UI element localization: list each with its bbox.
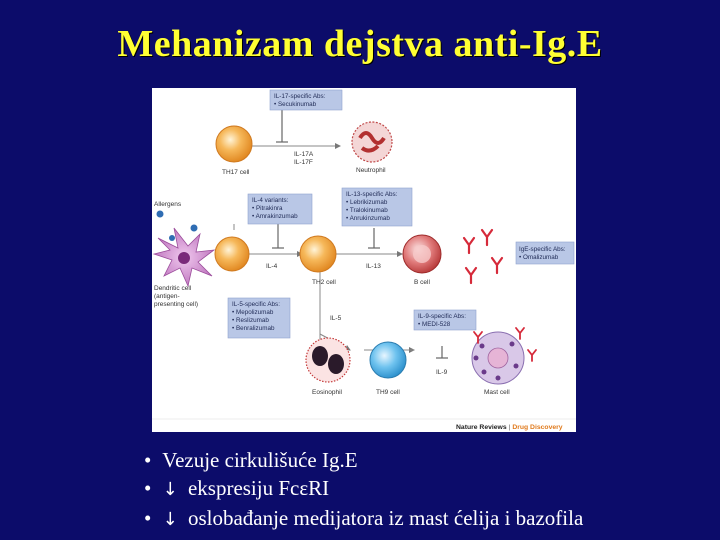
svg-text:• Anrukinzumab: • Anrukinzumab [346,215,390,222]
svg-text:• Mepolizumab: • Mepolizumab [232,309,274,316]
down-arrow-icon: ↓ [163,509,178,530]
svg-text:TH9 cell: TH9 cell [376,389,400,396]
mechanism-diagram: IL-17-specific Abs: • Secukinumab IL-4 v… [152,88,576,432]
il4-label: IL-4 [266,263,278,270]
il4-variants-box: IL-4 variants: • Pitrakinra • Amrakinzum… [248,194,312,224]
svg-text:IL-5-specific Abs:: IL-5-specific Abs: [232,301,280,308]
bullet-item: • ↓ oslobađanje medijatora iz mast ćelij… [144,504,583,534]
il13-abs-box: IL-13-specific Abs: • Lebrikizumab • Tra… [342,188,412,226]
down-arrow-icon: ↓ [163,479,178,500]
svg-text:• Secukinumab: • Secukinumab [274,101,317,108]
svg-text:Eosinophil: Eosinophil [312,389,343,396]
svg-text:TH17 cell: TH17 cell [222,169,250,176]
svg-text:• Pitrakinra: • Pitrakinra [252,205,283,212]
bullet-list: • Vezuje cirkulišuće Ig.E • ↓ ekspresiju… [144,446,583,534]
il13-label: IL-13 [366,263,381,270]
il17f-label: IL-17F [294,159,313,166]
svg-text:IL-4 variants:: IL-4 variants: [252,197,289,204]
il5-label: IL-5 [330,315,342,322]
b-cell: B cell [403,235,441,286]
allergens-label: Allergens [154,201,182,208]
svg-text:B cell: B cell [414,279,430,286]
bullet-item: • Vezuje cirkulišuće Ig.E [144,446,583,474]
mast-cell: Mast cell [472,328,536,396]
th17-cell: TH17 cell [216,126,252,176]
slide-title: Mehanizam dejstva anti-Ig.E [0,22,720,66]
il9-abs-box: IL-9-specific Abs: • MEDI-528 [414,310,476,330]
eosinophil-cell: Eosinophil [306,338,350,396]
svg-text:TH2 cell: TH2 cell [312,279,336,286]
svg-text:Mast cell: Mast cell [484,389,510,396]
svg-text:• Omalizumab: • Omalizumab [519,254,559,261]
svg-text:Neutrophil: Neutrophil [356,167,386,174]
bullet-item: • ↓ ekspresiju FcεRI [144,474,583,504]
ige-abs-box: IgE-specific Abs: • Omalizumab [516,242,574,264]
neutrophil-cell: Neutrophil [352,122,392,174]
svg-text:• MEDI-528: • MEDI-528 [418,321,451,328]
svg-text:• Reslizumab: • Reslizumab [232,317,269,324]
il5-abs-box: IL-5-specific Abs: • Mepolizumab • Resli… [228,298,290,338]
svg-text:• Lebrikizumab: • Lebrikizumab [346,199,388,206]
svg-text:IL-9-specific Abs:: IL-9-specific Abs: [418,313,466,320]
svg-text:presenting cell): presenting cell) [154,301,198,308]
svg-text:• Benralizumab: • Benralizumab [232,325,275,332]
il17-abs-box: IL-17-specific Abs: • Secukinumab [270,90,342,110]
svg-text:IL-17-specific Abs:: IL-17-specific Abs: [274,93,326,100]
svg-text:IgE-specific Abs:: IgE-specific Abs: [519,246,566,253]
th0-cell [215,237,249,271]
figure-credit: Nature Reviews | Drug Discovery [456,424,563,431]
svg-text:IL-13-specific Abs:: IL-13-specific Abs: [346,191,398,198]
svg-text:• Tralokinumab: • Tralokinumab [346,207,388,214]
dendritic-cell: Dendritic cell (antigen- presenting cell… [154,228,214,308]
ige-antibodies [464,230,502,283]
svg-text:Dendritic cell: Dendritic cell [154,285,192,292]
th2-cell: TH2 cell [300,236,336,286]
svg-text:(antigen-: (antigen- [154,293,180,300]
mechanism-figure: IL-17-specific Abs: • Secukinumab IL-4 v… [152,88,576,432]
svg-text:• Amrakinzumab: • Amrakinzumab [252,213,298,220]
il17a-label: IL-17A [294,151,314,158]
il9-label: IL-9 [436,369,448,376]
th9-cell: TH9 cell [370,342,406,396]
